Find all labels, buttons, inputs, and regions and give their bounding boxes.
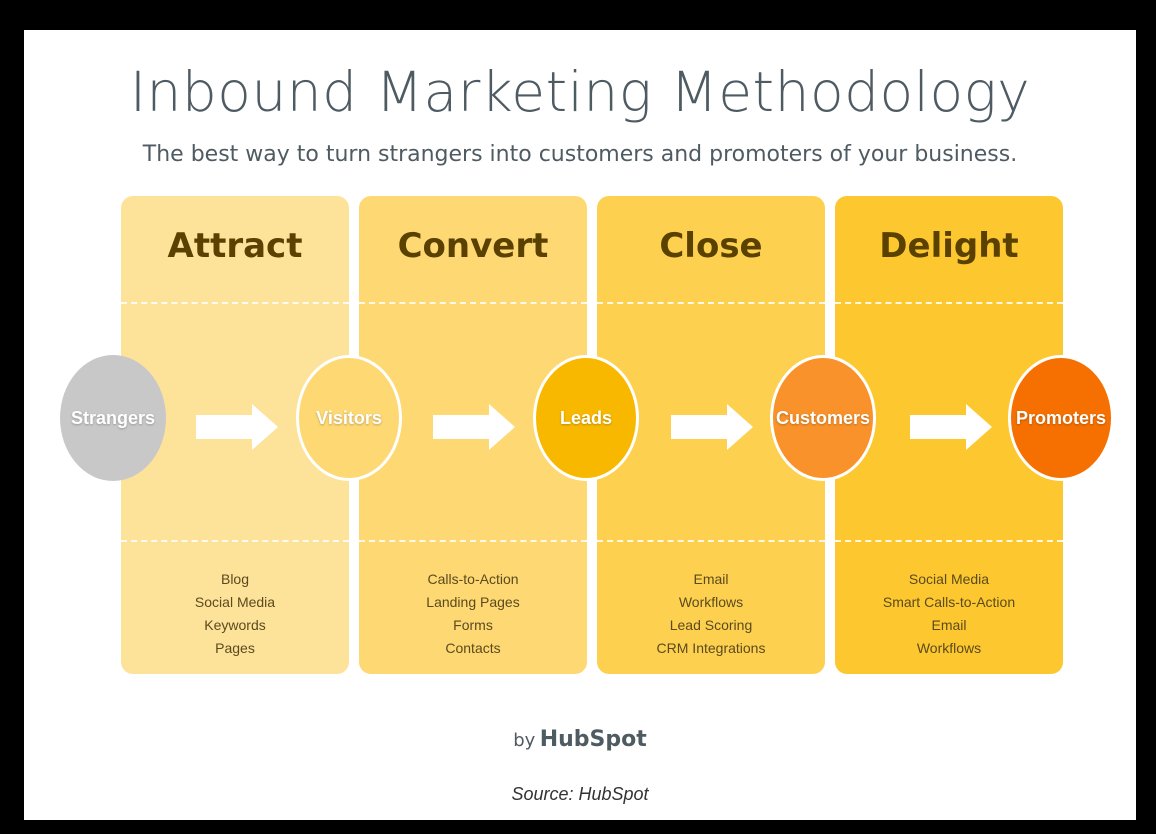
- tool-list: Email Workflows Lead Scoring CRM Integra…: [597, 568, 825, 660]
- divider: [359, 540, 587, 542]
- tool-item: Pages: [215, 640, 255, 656]
- tool-item: Workflows: [678, 594, 744, 610]
- byline: by HubSpot: [26, 727, 1134, 752]
- stage-title: Delight: [879, 226, 1019, 266]
- audience-visitors: Visitors: [296, 355, 402, 481]
- stage-title: Convert: [397, 226, 549, 266]
- divider: [835, 302, 1063, 304]
- audience-label: Customers: [775, 407, 871, 428]
- divider: [121, 302, 349, 304]
- divider: [359, 302, 587, 304]
- page-subtitle: The best way to turn strangers into cust…: [142, 142, 1018, 167]
- right-arrow-icon: [196, 404, 278, 450]
- audience-label: Visitors: [316, 407, 382, 428]
- tool-item: Social Media: [908, 571, 990, 587]
- infographic: Inbound Marketing Methodology The best w…: [21, 27, 1139, 823]
- stage-title: Attract: [167, 226, 303, 266]
- hubspot-logo: HubSpot: [539, 727, 647, 752]
- audience-label: Promoters: [1015, 407, 1107, 428]
- tool-item: Keywords: [204, 617, 266, 633]
- tool-item: Contacts: [445, 640, 501, 656]
- tool-item: CRM Integrations: [656, 640, 766, 656]
- audience-leads: Leads: [533, 355, 639, 481]
- tool-list: Blog Social Media Keywords Pages: [121, 568, 349, 660]
- tool-item: Smart Calls-to-Action: [882, 594, 1016, 610]
- tool-list: Social Media Smart Calls-to-Action Email…: [835, 568, 1063, 660]
- divider: [597, 540, 825, 542]
- divider: [835, 540, 1063, 542]
- stage-title: Close: [659, 226, 763, 266]
- audience-promoters: Promoters: [1008, 355, 1114, 481]
- divider: [597, 302, 825, 304]
- byline-by: by: [513, 730, 536, 751]
- tool-item: Social Media: [194, 594, 276, 610]
- tool-item: Email: [693, 571, 729, 587]
- right-arrow-icon: [910, 404, 992, 450]
- audience-label: Leads: [559, 407, 613, 428]
- audience-label: Strangers: [70, 407, 156, 428]
- audience-strangers: Strangers: [60, 355, 166, 481]
- image-frame: Inbound Marketing Methodology The best w…: [8, 10, 1148, 826]
- tool-item: Landing Pages: [426, 594, 520, 610]
- tool-item: Blog: [220, 571, 250, 587]
- tool-list: Calls-to-Action Landing Pages Forms Cont…: [359, 568, 587, 660]
- right-arrow-icon: [433, 404, 515, 450]
- tool-item: Calls-to-Action: [427, 571, 519, 587]
- source-caption: Source: HubSpot: [511, 784, 649, 804]
- page-title: Inbound Marketing Methodology: [129, 60, 1031, 124]
- divider: [121, 540, 349, 542]
- audience-customers: Customers: [770, 355, 876, 481]
- tool-item: Lead Scoring: [669, 617, 753, 633]
- tool-item: Forms: [453, 617, 493, 633]
- right-arrow-icon: [671, 404, 753, 450]
- tool-item: Workflows: [916, 640, 982, 656]
- tool-item: Email: [931, 617, 967, 633]
